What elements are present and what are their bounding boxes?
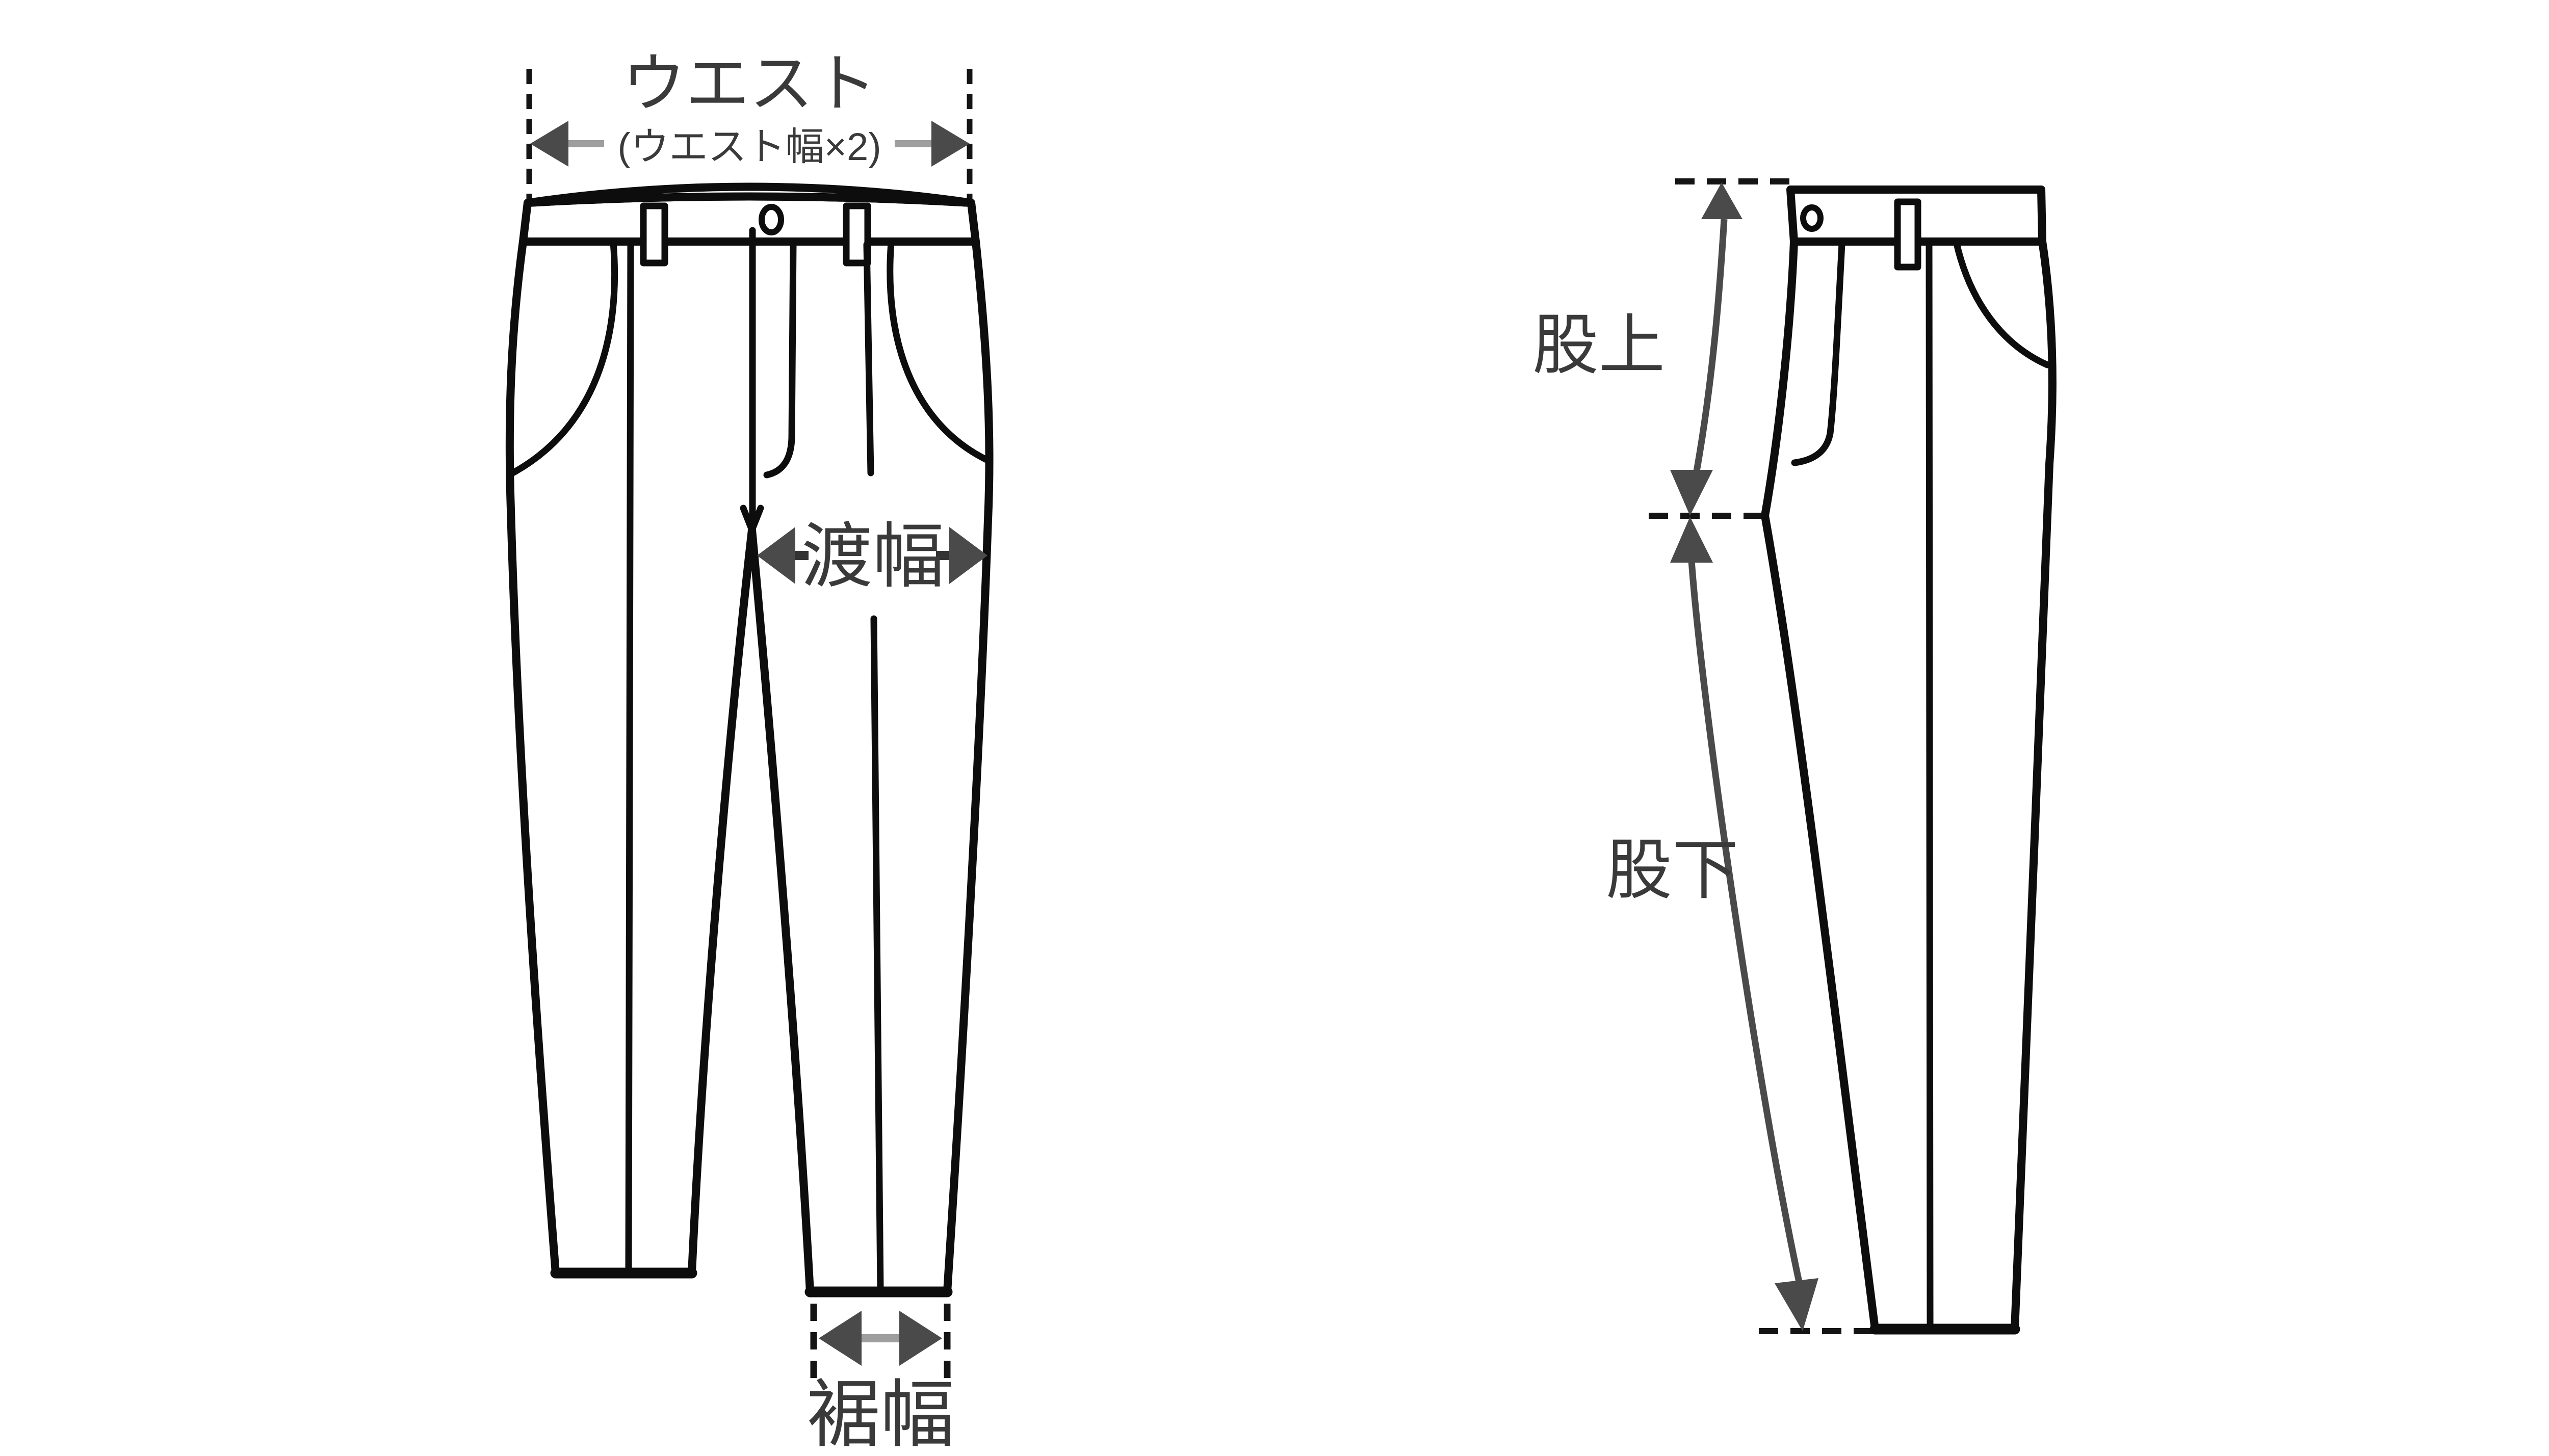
front-crease-line-right-leg-lower: [870, 615, 884, 1293]
rise-arrow-up-icon: [1701, 182, 1742, 219]
front-belt-loop-left: [640, 202, 668, 267]
front-crease-line-right-leg-upper: [863, 241, 874, 476]
rise-dimension-arrow: [1670, 182, 1742, 516]
waist-arrow-left-icon: [530, 121, 568, 167]
inseam-arrow-down-icon: [1775, 1278, 1818, 1331]
inseam-arrow-shaft: [1688, 560, 1803, 1285]
side-belt-loop: [1894, 198, 1921, 271]
front-view: ウエスト (ウエスト幅×2): [505, 48, 994, 1456]
front-button: [759, 204, 784, 235]
front-pocket-curve-right: [887, 239, 992, 464]
side-fly-line: [1791, 240, 1845, 466]
side-pocket-curve: [1953, 240, 2051, 368]
thigh-arrow-right-icon: [949, 527, 987, 584]
side-button: [1800, 204, 1824, 232]
front-pocket-curve-left: [507, 239, 618, 478]
side-view: 股上 股下: [1532, 178, 2057, 1335]
front-crotch-seam-stub-right: [748, 505, 764, 534]
hem-width-dimension-arrow: [819, 1311, 942, 1366]
hem-width-label: 裾幅: [807, 1373, 954, 1456]
side-pants-outline: [1761, 186, 2057, 1333]
side-seam-line: [1926, 239, 1934, 1329]
waist-dimension-arrow: [530, 121, 970, 167]
rise-arrow-shaft: [1689, 219, 1728, 494]
inseam-arrow-up-icon: [1670, 517, 1713, 563]
waist-arrow-right-icon: [931, 121, 970, 167]
front-waist-opening: [524, 182, 975, 207]
inseam-label: 股下: [1606, 833, 1738, 907]
thigh-width-dimension-arrow: [757, 527, 987, 584]
thigh-arrow-left-icon: [757, 527, 795, 584]
waist-arrow-shaft-left: [567, 140, 604, 147]
waist-arrow-shaft-right: [895, 140, 931, 147]
front-crease-line-left-leg: [625, 241, 634, 1274]
thigh-width-label: 渡幅: [801, 516, 944, 596]
waist-formula-label: (ウエスト幅×2): [617, 125, 881, 169]
rise-label: 股上: [1532, 308, 1665, 382]
waist-label: ウエスト: [622, 48, 877, 119]
hem-arrow-right-icon: [899, 1311, 942, 1366]
front-fly-stitch-line: [763, 239, 797, 479]
hem-arrow-shaft: [859, 1334, 902, 1342]
hem-arrow-left-icon: [819, 1311, 862, 1366]
rise-arrow-down-icon: [1670, 470, 1713, 516]
inseam-dimension-arrow: [1670, 517, 1818, 1331]
